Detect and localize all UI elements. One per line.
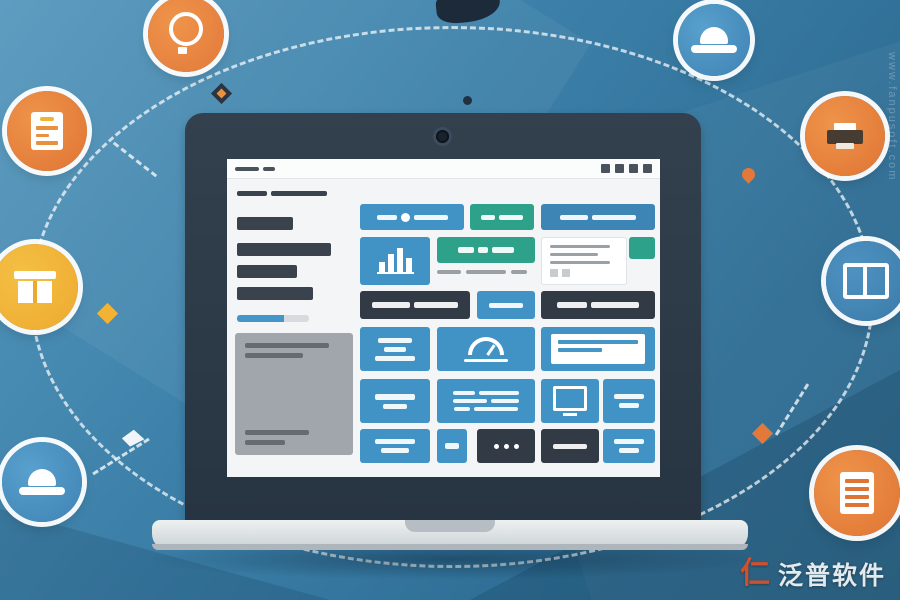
lightbulb-icon: [169, 12, 203, 54]
monitor-icon: [553, 386, 587, 411]
trend-tile: [437, 237, 535, 263]
topbar-icon: [615, 164, 624, 173]
gauge-icon: [468, 336, 504, 355]
progress-fill: [237, 315, 284, 322]
sidebar-heading-placeholder: [237, 191, 327, 196]
watermark-url: www.fanpusoft.com: [886, 52, 898, 182]
badge-printer: [805, 96, 885, 176]
label-tile: [603, 429, 655, 463]
topbar-icon: [629, 164, 638, 173]
label-tile: [603, 379, 655, 423]
window-layout-icon: [843, 263, 889, 299]
title-tile: [541, 204, 655, 230]
badge-package: [0, 244, 78, 330]
clipboard-icon: [31, 112, 63, 150]
monitor-tile: [541, 379, 599, 423]
dark-label-tile: [360, 291, 470, 319]
laptop-base-edge: [152, 544, 748, 550]
table-cell-icon: [550, 269, 558, 277]
dark-label-tile: [541, 291, 655, 319]
brand-logo-icon: 仁: [739, 557, 770, 590]
gauge-tile: [437, 327, 535, 371]
laptop-base: [152, 520, 748, 550]
badge-document: [814, 450, 900, 536]
small-dark-dot: [463, 96, 472, 105]
small-label-tile: [477, 291, 535, 319]
sidebar-gray-panel: [235, 333, 353, 455]
sidebar-field: [237, 243, 331, 256]
sidebar-field: [237, 217, 293, 230]
label-tile: [360, 429, 430, 463]
dark-label-tile: [541, 429, 599, 463]
watermark: 仁 泛普软件: [740, 556, 886, 592]
panel-text-placeholder: [245, 343, 343, 358]
circle-icon: [400, 212, 410, 222]
table-cell-icon: [562, 269, 570, 277]
badge-hat-bottom: [2, 442, 82, 522]
webcam-icon: [436, 130, 449, 143]
list-tile: [437, 379, 535, 423]
topbar-icon: [601, 164, 610, 173]
bar-chart-tile: [360, 237, 430, 285]
laptop-screen-bezel: [185, 113, 701, 522]
badge-clipboard: [7, 91, 87, 171]
document-list-icon: [840, 472, 874, 514]
app-topbar: [227, 159, 660, 179]
icon-tile: [437, 429, 467, 463]
banner-tile: [360, 204, 464, 230]
screenshot-preview: [551, 334, 645, 364]
label-tile: [470, 204, 534, 230]
table-tile: [541, 237, 627, 285]
stats-tile: [360, 327, 430, 371]
printer-icon: [827, 123, 863, 149]
brand-name: 泛普软件: [777, 562, 886, 590]
time-tile: [360, 379, 430, 423]
fedora-hat-icon: [691, 27, 737, 53]
panel-text-placeholder: [245, 430, 343, 445]
topbar-icon-group: [601, 164, 652, 173]
caption-placeholder: [437, 270, 527, 274]
package-box-icon: [14, 271, 56, 303]
app-title-placeholder: [235, 166, 275, 171]
laptop-notch: [405, 520, 495, 532]
topbar-icon: [643, 164, 652, 173]
badge-window: [826, 241, 900, 321]
fedora-hat-icon: [19, 469, 65, 495]
bar-chart-icon: [376, 248, 414, 274]
sidebar-field: [237, 265, 297, 278]
dots-tile: [477, 429, 535, 463]
preview-tile: [541, 327, 655, 371]
sidebar-field: [237, 287, 313, 300]
dashboard-screen: [227, 159, 660, 477]
badge-lightbulb: [148, 0, 224, 72]
accent-tile: [629, 237, 655, 259]
sidebar-progress-bar: [237, 315, 309, 322]
badge-hat-top: [678, 4, 750, 76]
